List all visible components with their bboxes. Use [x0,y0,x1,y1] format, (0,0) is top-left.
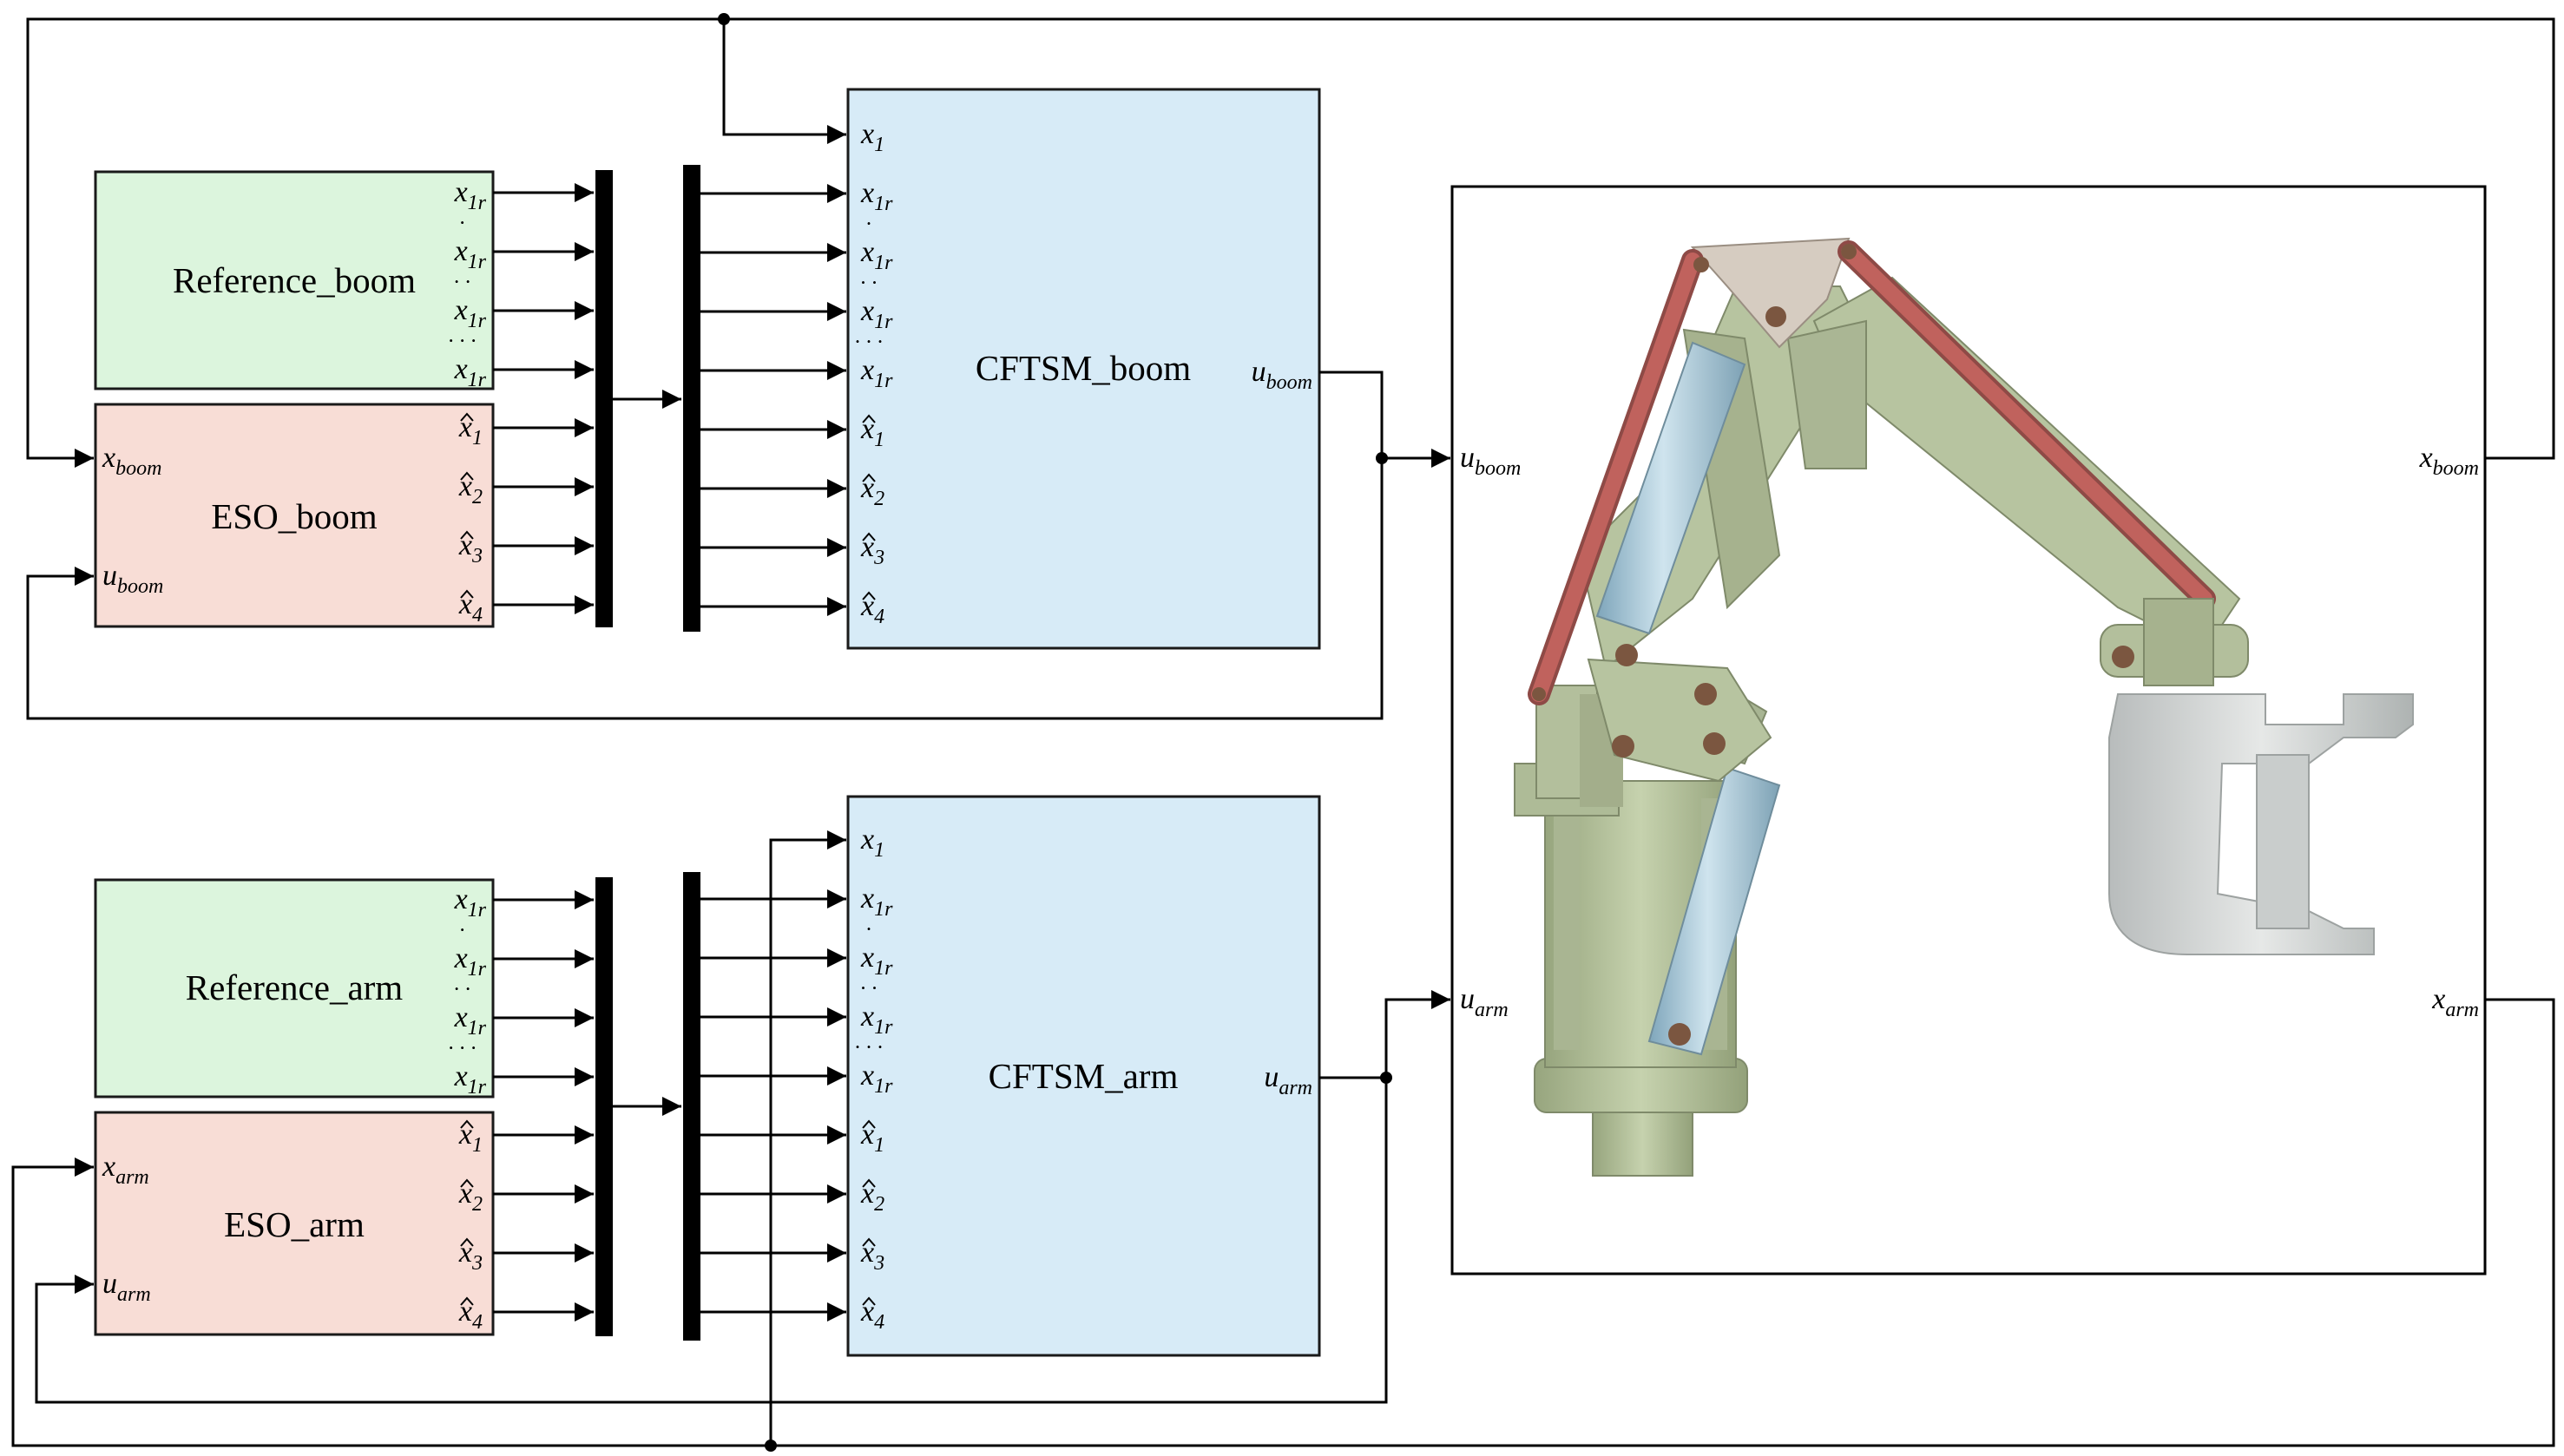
arm-cftsm-in-port-4: x1r [860,1000,893,1039]
boom-reference-port-3: x1r [454,294,487,332]
arm-reference-port-1: x1r [454,883,487,921]
arm-eso-in-port-2: uarm [102,1268,151,1306]
arm-reference-port-2: x1r [454,942,487,981]
arm-cftsm-out-port: uarm [1264,1061,1312,1099]
boom-cftsm-in-port-7-hat [862,473,876,482]
reference-arm-title: Reference_arm [186,967,403,1007]
cftsm-arm-block [846,795,1321,1357]
signal-wires [11,13,2555,1452]
boom-cftsm-in-port-3: x1r [860,236,893,274]
mux-bar-boom-1 [595,170,613,627]
arm-eso-out-port-3-hat [460,1237,474,1247]
arm-reference-port-2-derivative-dots: ˙ [457,926,468,952]
boom-cftsm-in-port-4-derivative-dots: ˙˙ [858,279,880,305]
boom-reference-port-4: x1r [454,353,487,391]
arm-eso-out-port-2-hat [460,1178,474,1188]
boom-cftsm-out-port: uboom [1252,356,1312,394]
boom-cftsm-in-port-5-derivative-dots: ˙˙˙ [852,338,886,364]
arm-cftsm-in-port-7-hat [862,1178,876,1188]
hydraulic-manipulator-illustration [1514,237,2414,1177]
arm-cftsm-in-port-3-derivative-dots: ˙ [864,925,875,951]
boom-cftsm-in-port-3-derivative-dots: ˙ [864,220,875,246]
boom-cftsm-in-port-9-hat [862,591,876,600]
arm-cftsm-in-port-1: x1 [860,823,884,862]
boom-cftsm-in-port-6-hat [862,414,876,423]
arm-eso-out-port-4-hat [460,1296,474,1306]
reference-arm-block [94,878,495,1099]
boom-eso-out-port-2-hat [460,471,474,481]
arm-reference-port-4: x1r [454,1060,487,1099]
boom-cftsm-in-port-2: x1r [860,177,893,215]
plant-out-port-2: xarm [2431,983,2479,1021]
boom-reference-port-2-derivative-dots: ˙ [457,219,468,245]
reference-boom-block [94,170,495,390]
arm-cftsm-in-port-9-hat [862,1296,876,1306]
boom-eso-out-port-4-hat [460,589,474,599]
arm-reference-port-4-derivative-dots: ˙˙˙ [445,1044,479,1070]
boom-eso-in-port-1: xboom [102,442,161,480]
eso-arm-title: ESO_arm [224,1204,365,1244]
plant-in-port-1: uboom [1460,442,1521,480]
boom-cftsm-in-port-8-hat [862,532,876,541]
arm-cftsm-in-port-3: x1r [860,941,893,980]
mux-bar-arm-1 [595,877,613,1336]
eso-boom-block [94,403,495,628]
cftsm-boom-title: CFTSM_boom [976,348,1191,388]
boom-cftsm-in-port-4: x1r [860,295,893,333]
boom-cftsm-in-port-1: x1 [860,118,884,156]
arm-eso-in-port-1: xarm [102,1151,149,1189]
boom-eso-in-port-2: uboom [102,560,163,598]
arm-cftsm-in-port-6-hat [862,1119,876,1129]
arm-cftsm-in-port-5-derivative-dots: ˙˙˙ [852,1043,886,1069]
boom-reference-port-4-derivative-dots: ˙˙˙ [445,337,479,363]
arm-cftsm-in-port-4-derivative-dots: ˙˙ [858,984,880,1010]
boom-reference-port-2: x1r [454,235,487,273]
arm-cftsm-in-port-5: x1r [860,1059,893,1098]
eso-arm-block [94,1111,495,1336]
mux-bar-boom-2 [683,165,700,632]
boom-reference-port-3-derivative-dots: ˙˙ [451,278,474,304]
arm-reference-port-3-derivative-dots: ˙˙ [451,985,474,1011]
arm-reference-port-3: x1r [454,1001,487,1040]
arm-cftsm-in-port-2: x1r [860,882,893,921]
plant-out-port-1: xboom [2419,442,2479,480]
cftsm-arm-title: CFTSM_arm [989,1056,1179,1096]
port-arrows [493,183,846,1322]
boom-reference-port-1: x1r [454,176,487,214]
reference-boom-title: Reference_boom [173,260,416,300]
eso-boom-title: ESO_boom [211,496,377,536]
arm-eso-out-port-1-hat [460,1119,474,1129]
plant-in-port-2: uarm [1460,983,1509,1021]
arm-cftsm-in-port-8-hat [862,1237,876,1247]
cftsm-boom-block [846,88,1321,650]
boom-cftsm-in-port-5: x1r [860,354,893,392]
boom-eso-out-port-1-hat [460,412,474,422]
boom-eso-out-port-3-hat [460,530,474,540]
mux-bar-arm-2 [683,872,700,1341]
